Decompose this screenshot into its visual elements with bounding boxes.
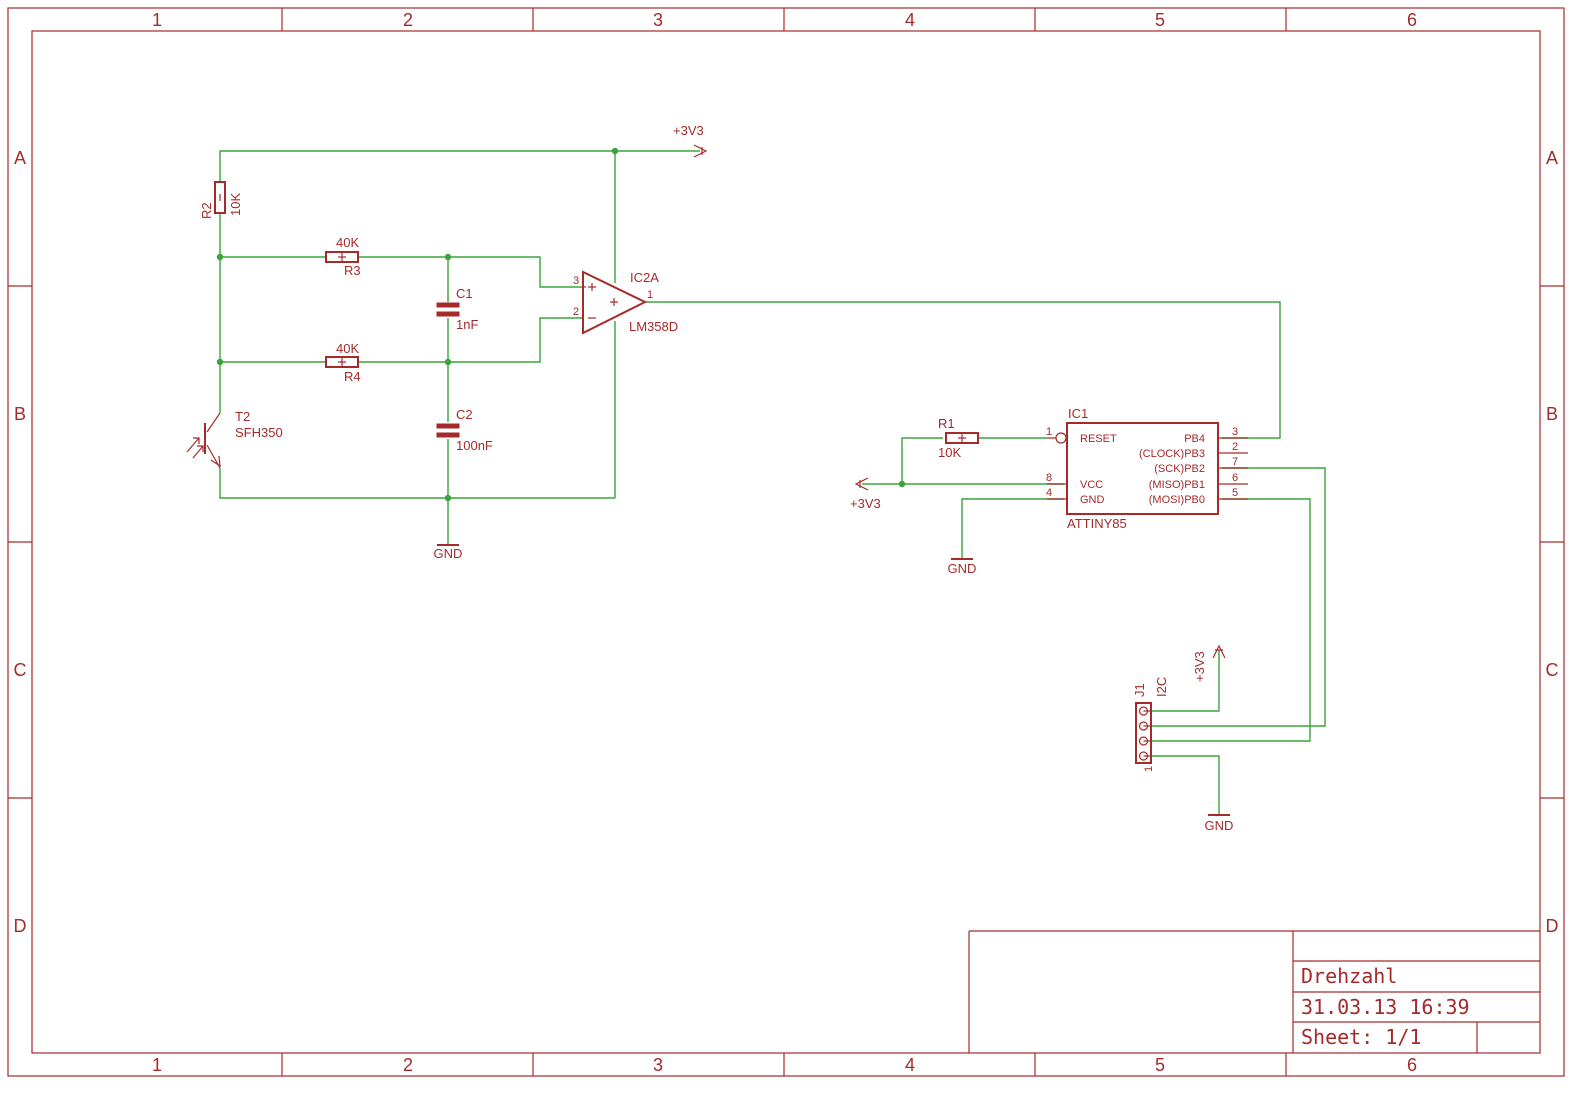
resistor-r2-symbol: [214, 181, 226, 214]
j1-pin-1: 1: [1143, 766, 1155, 772]
ic1-label-reset: RESET: [1080, 433, 1117, 445]
ic1-label-gnd: GND: [1080, 494, 1105, 506]
gnd-c2-label: GND: [434, 546, 463, 561]
r4-value: 40K: [336, 341, 359, 356]
gnd-ic1-label: GND: [948, 561, 977, 576]
header-j1-symbol: [1135, 702, 1152, 764]
col-label-top-2: 2: [403, 10, 413, 30]
t2-name: T2: [235, 409, 250, 424]
row-label-right-d: D: [1546, 916, 1559, 936]
vcc-top-label: +3V3: [673, 123, 704, 138]
col-label-top-5: 5: [1155, 10, 1165, 30]
t2-value: SFH350: [235, 425, 283, 440]
col-label-bottom-2: 2: [403, 1055, 413, 1075]
c2-value: 100nF: [456, 438, 493, 453]
capacitor-c1-symbol: [436, 302, 460, 317]
attiny85-ic1-symbol: [1047, 422, 1248, 515]
ic1-pin-4: 4: [1046, 487, 1052, 499]
c1-value: 1nF: [456, 317, 478, 332]
gnd-j1-label: GND: [1205, 818, 1234, 833]
ic1-pin-7: 7: [1232, 456, 1238, 468]
ic1-label-pb4: PB4: [1184, 433, 1205, 445]
col-label-bottom-5: 5: [1155, 1055, 1165, 1075]
ic2a-name: IC2A: [630, 270, 659, 285]
opamp-ic2a-symbol: [582, 270, 648, 335]
vcc-ic1-arrow-icon: [854, 477, 869, 491]
col-label-bottom-1: 1: [152, 1055, 162, 1075]
junctions: [216, 147, 906, 502]
r4-name: R4: [344, 369, 361, 384]
capacitor-c2-symbol: [436, 423, 460, 438]
ic2a-value: LM358D: [629, 319, 678, 334]
ic1-label-pb0: (MOSI)PB0: [1149, 494, 1205, 506]
r3-name: R3: [344, 263, 361, 278]
vcc-top-arrow-icon: [693, 144, 708, 158]
ic1-pin-8: 8: [1046, 472, 1052, 484]
title-block-date: 31.03.13 16:39: [1301, 995, 1470, 1019]
ic1-label-pb1: (MISO)PB1: [1149, 479, 1205, 491]
ic2a-pin-3: 3: [573, 275, 579, 287]
title-block-title: Drehzahl: [1301, 964, 1397, 988]
col-label-bottom-3: 3: [653, 1055, 663, 1075]
ic1-value: ATTINY85: [1067, 516, 1127, 531]
col-label-top-3: 3: [653, 10, 663, 30]
ic1-pin-5: 5: [1232, 487, 1238, 499]
ic1-pin-6: 6: [1232, 472, 1238, 484]
ic1-label-pb2: (SCK)PB2: [1154, 463, 1205, 475]
row-label-left-a: A: [14, 148, 26, 168]
resistor-r3-symbol: [325, 251, 359, 263]
title-block: [968, 930, 1540, 1053]
r2-name: R2: [199, 202, 214, 219]
ic2a-pin-2: 2: [573, 306, 579, 318]
c1-name: C1: [456, 286, 473, 301]
ic1-label-vcc: VCC: [1080, 479, 1103, 491]
col-label-bottom-6: 6: [1407, 1055, 1417, 1075]
row-label-right-a: A: [1546, 148, 1558, 168]
row-label-left-c: C: [14, 660, 27, 680]
r1-name: R1: [938, 416, 955, 431]
col-label-top-1: 1: [152, 10, 162, 30]
ic1-pin-3: 3: [1232, 426, 1238, 438]
row-label-left-d: D: [14, 916, 27, 936]
row-label-right-b: B: [1546, 404, 1558, 424]
resistor-r1-symbol: [945, 432, 979, 444]
title-block-sheet: Sheet: 1/1: [1301, 1025, 1421, 1049]
col-label-top-4: 4: [905, 10, 915, 30]
vcc-ic1-label: +3V3: [850, 496, 881, 511]
resistor-r4-symbol: [325, 356, 359, 368]
col-label-top-6: 6: [1407, 10, 1417, 30]
ic1-pin-2: 2: [1232, 441, 1238, 453]
c2-name: C2: [456, 407, 473, 422]
drawing-frame: [7, 7, 1565, 1077]
ic1-pin-1: 1: [1046, 426, 1052, 438]
phototransistor-t2-symbol: [186, 412, 221, 469]
r2-value: 10K: [228, 193, 243, 216]
ic1-label-pb3: (CLOCK)PB3: [1139, 448, 1205, 460]
r1-value: 10K: [938, 445, 961, 460]
col-label-bottom-4: 4: [905, 1055, 915, 1075]
ic2a-pin-1: 1: [647, 289, 653, 301]
vcc-j1-label: +3V3: [1192, 651, 1207, 682]
j1-name: J1: [1132, 683, 1147, 697]
r3-value: 40K: [336, 235, 359, 250]
j1-value: I2C: [1154, 677, 1169, 697]
row-label-right-c: C: [1546, 660, 1559, 680]
row-label-left-b: B: [14, 404, 26, 424]
ic1-name: IC1: [1068, 406, 1088, 421]
vcc-j1-arrow-icon: [1212, 644, 1226, 659]
